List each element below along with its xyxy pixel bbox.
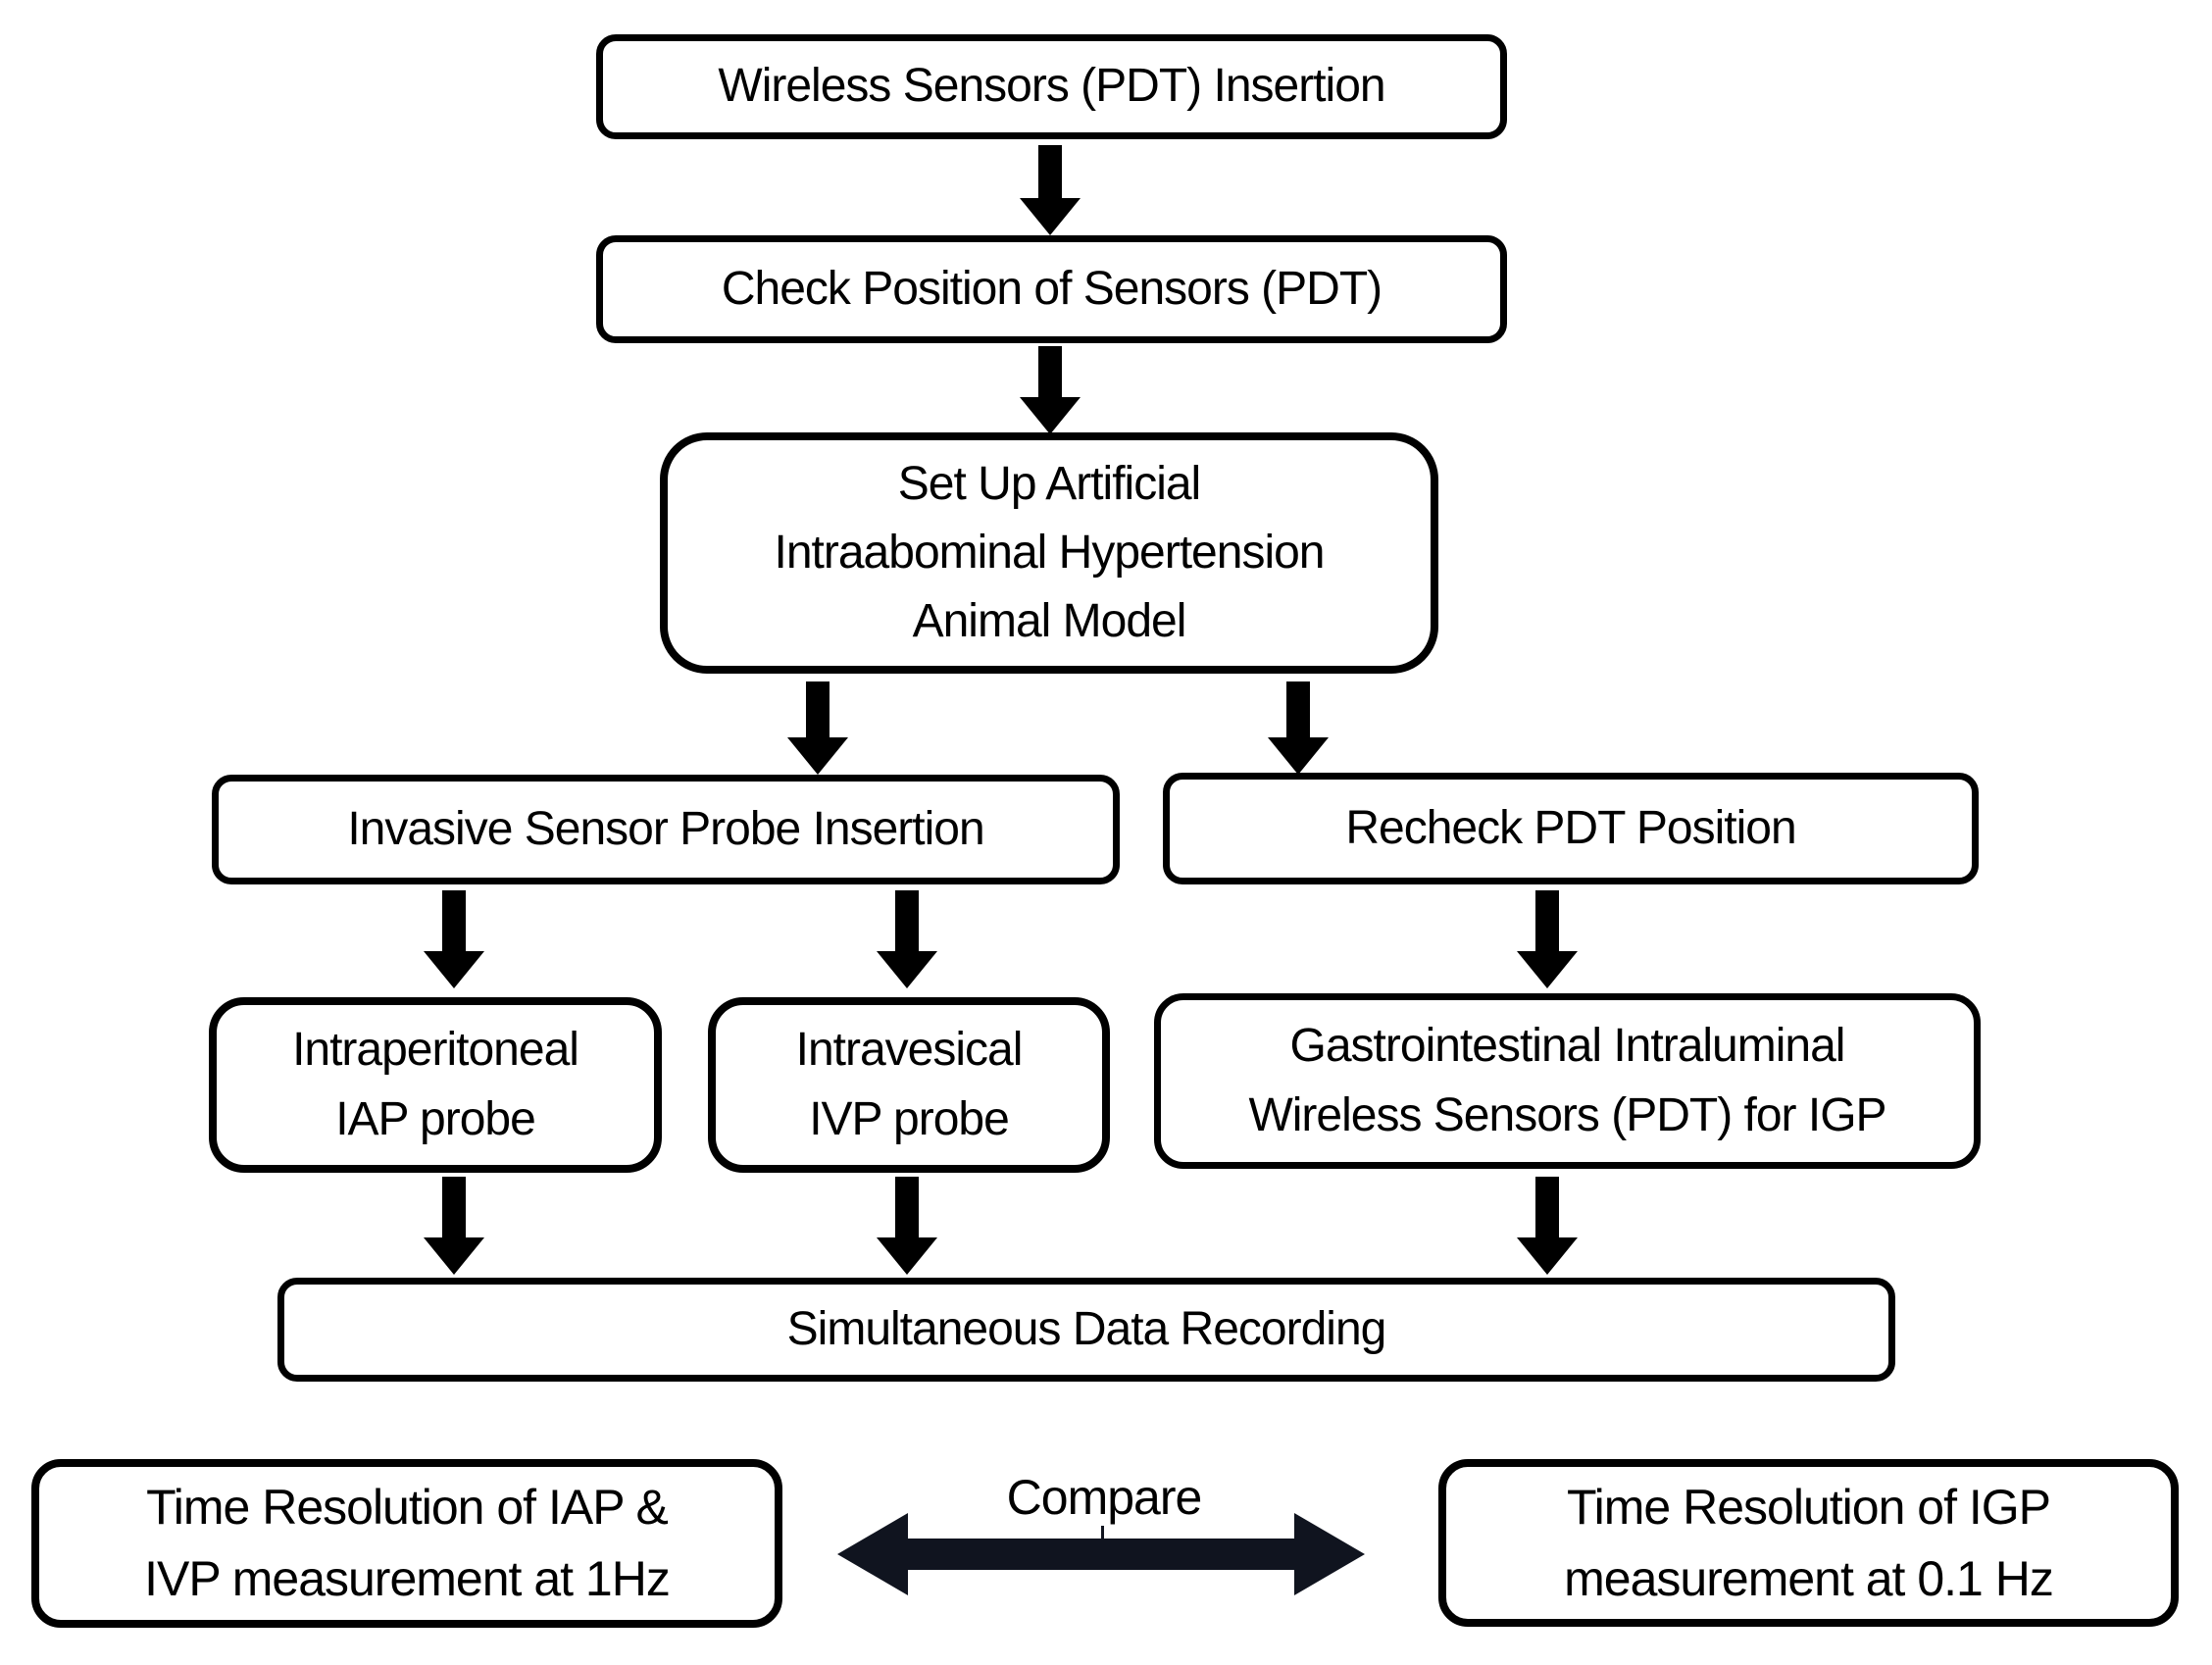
down-arrow-icon <box>424 890 484 988</box>
node-invasive-probe-insertion: Invasive Sensor Probe Insertion <box>212 775 1120 884</box>
down-arrow-icon <box>1268 681 1329 775</box>
node-label: Wireless Sensors (PDT) Insertion <box>718 60 1385 113</box>
node-time-resolution-igp: Time Resolution of IGP measurement at 0.… <box>1438 1459 2179 1627</box>
down-arrow-icon <box>424 1177 484 1275</box>
node-label: Time Resolution of IAP & IVP measurement… <box>144 1480 671 1606</box>
node-label: Simultaneous Data Recording <box>786 1302 1387 1355</box>
down-arrow-icon <box>1020 346 1081 434</box>
node-gastrointestinal-sensors: Gastrointestinal Intraluminal Wireless S… <box>1154 993 1981 1169</box>
node-label: Invasive Sensor Probe Insertion <box>347 802 984 855</box>
node-setup-animal-model: Set Up Artificial Intraabominal Hyperten… <box>660 432 1438 674</box>
node-recheck-pdt-position: Recheck PDT Position <box>1163 773 1979 884</box>
node-label: Intravesical IVP probe <box>795 1024 1024 1145</box>
node-label: Gastrointestinal Intraluminal Wireless S… <box>1248 1020 1886 1141</box>
node-intraperitoneal-iap-probe: Intraperitoneal IAP probe <box>209 997 662 1173</box>
down-arrow-icon <box>1517 1177 1578 1275</box>
node-label: Intraperitoneal IAP probe <box>292 1024 579 1145</box>
down-arrow-icon <box>787 681 848 775</box>
down-arrow-icon <box>877 890 937 988</box>
node-label: Set Up Artificial Intraabominal Hyperten… <box>774 457 1326 648</box>
node-time-resolution-iap-ivp: Time Resolution of IAP & IVP measurement… <box>31 1459 782 1628</box>
down-arrow-icon <box>1020 145 1081 235</box>
node-label: Time Resolution of IGP measurement at 0.… <box>1564 1479 2054 1606</box>
down-arrow-icon <box>877 1177 937 1275</box>
compare-label: Compare <box>1006 1470 1203 1525</box>
node-check-position: Check Position of Sensors (PDT) <box>596 235 1507 343</box>
down-arrow-icon <box>1517 890 1578 988</box>
node-label: Recheck PDT Position <box>1345 801 1796 854</box>
node-intravesical-ivp-probe: Intravesical IVP probe <box>708 997 1110 1173</box>
node-simultaneous-data-recording: Simultaneous Data Recording <box>277 1278 1895 1382</box>
node-wireless-sensors-insertion: Wireless Sensors (PDT) Insertion <box>596 34 1507 139</box>
double-headed-arrow-icon <box>837 1513 1365 1595</box>
node-label: Check Position of Sensors (PDT) <box>721 262 1382 315</box>
